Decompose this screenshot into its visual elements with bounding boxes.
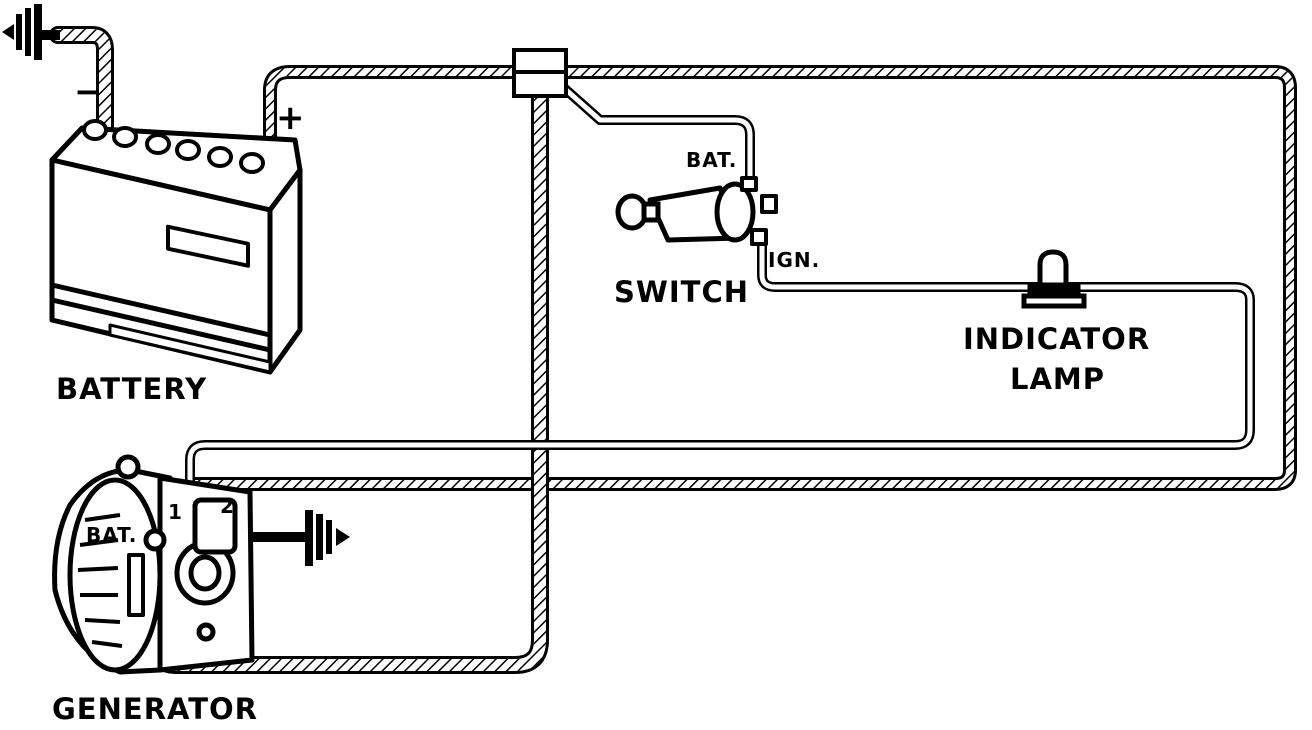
ignition-switch (647, 176, 778, 246)
generator-fins (77, 513, 123, 648)
switch-label: SWITCH (614, 275, 749, 309)
battery-positive-sign: + (276, 98, 306, 138)
key-icon (615, 193, 661, 231)
indicator-lamp-label-line1: INDICATOR (963, 322, 1151, 356)
ground-symbol (2, 4, 60, 60)
lamp-bulb-icon (1021, 249, 1087, 309)
battery-cap-icon (82, 119, 265, 174)
indicator-lamp-label-line2: LAMP (1010, 362, 1106, 396)
generator-bat-label: BAT. (86, 523, 138, 547)
generator-label: GENERATOR (52, 692, 258, 726)
battery-negative-sign: − (74, 72, 104, 112)
generator (52, 454, 255, 675)
wire-harness (49, 26, 1297, 674)
generator-terminal-2: 2 (220, 494, 235, 518)
switch-bat-label: BAT. (686, 148, 738, 172)
battery (49, 125, 303, 375)
generator-terminal-1: 1 (168, 500, 183, 524)
generator-ground-symbol (252, 510, 350, 566)
switch-ign-label: IGN. (768, 248, 821, 272)
battery-label: BATTERY (56, 372, 208, 406)
